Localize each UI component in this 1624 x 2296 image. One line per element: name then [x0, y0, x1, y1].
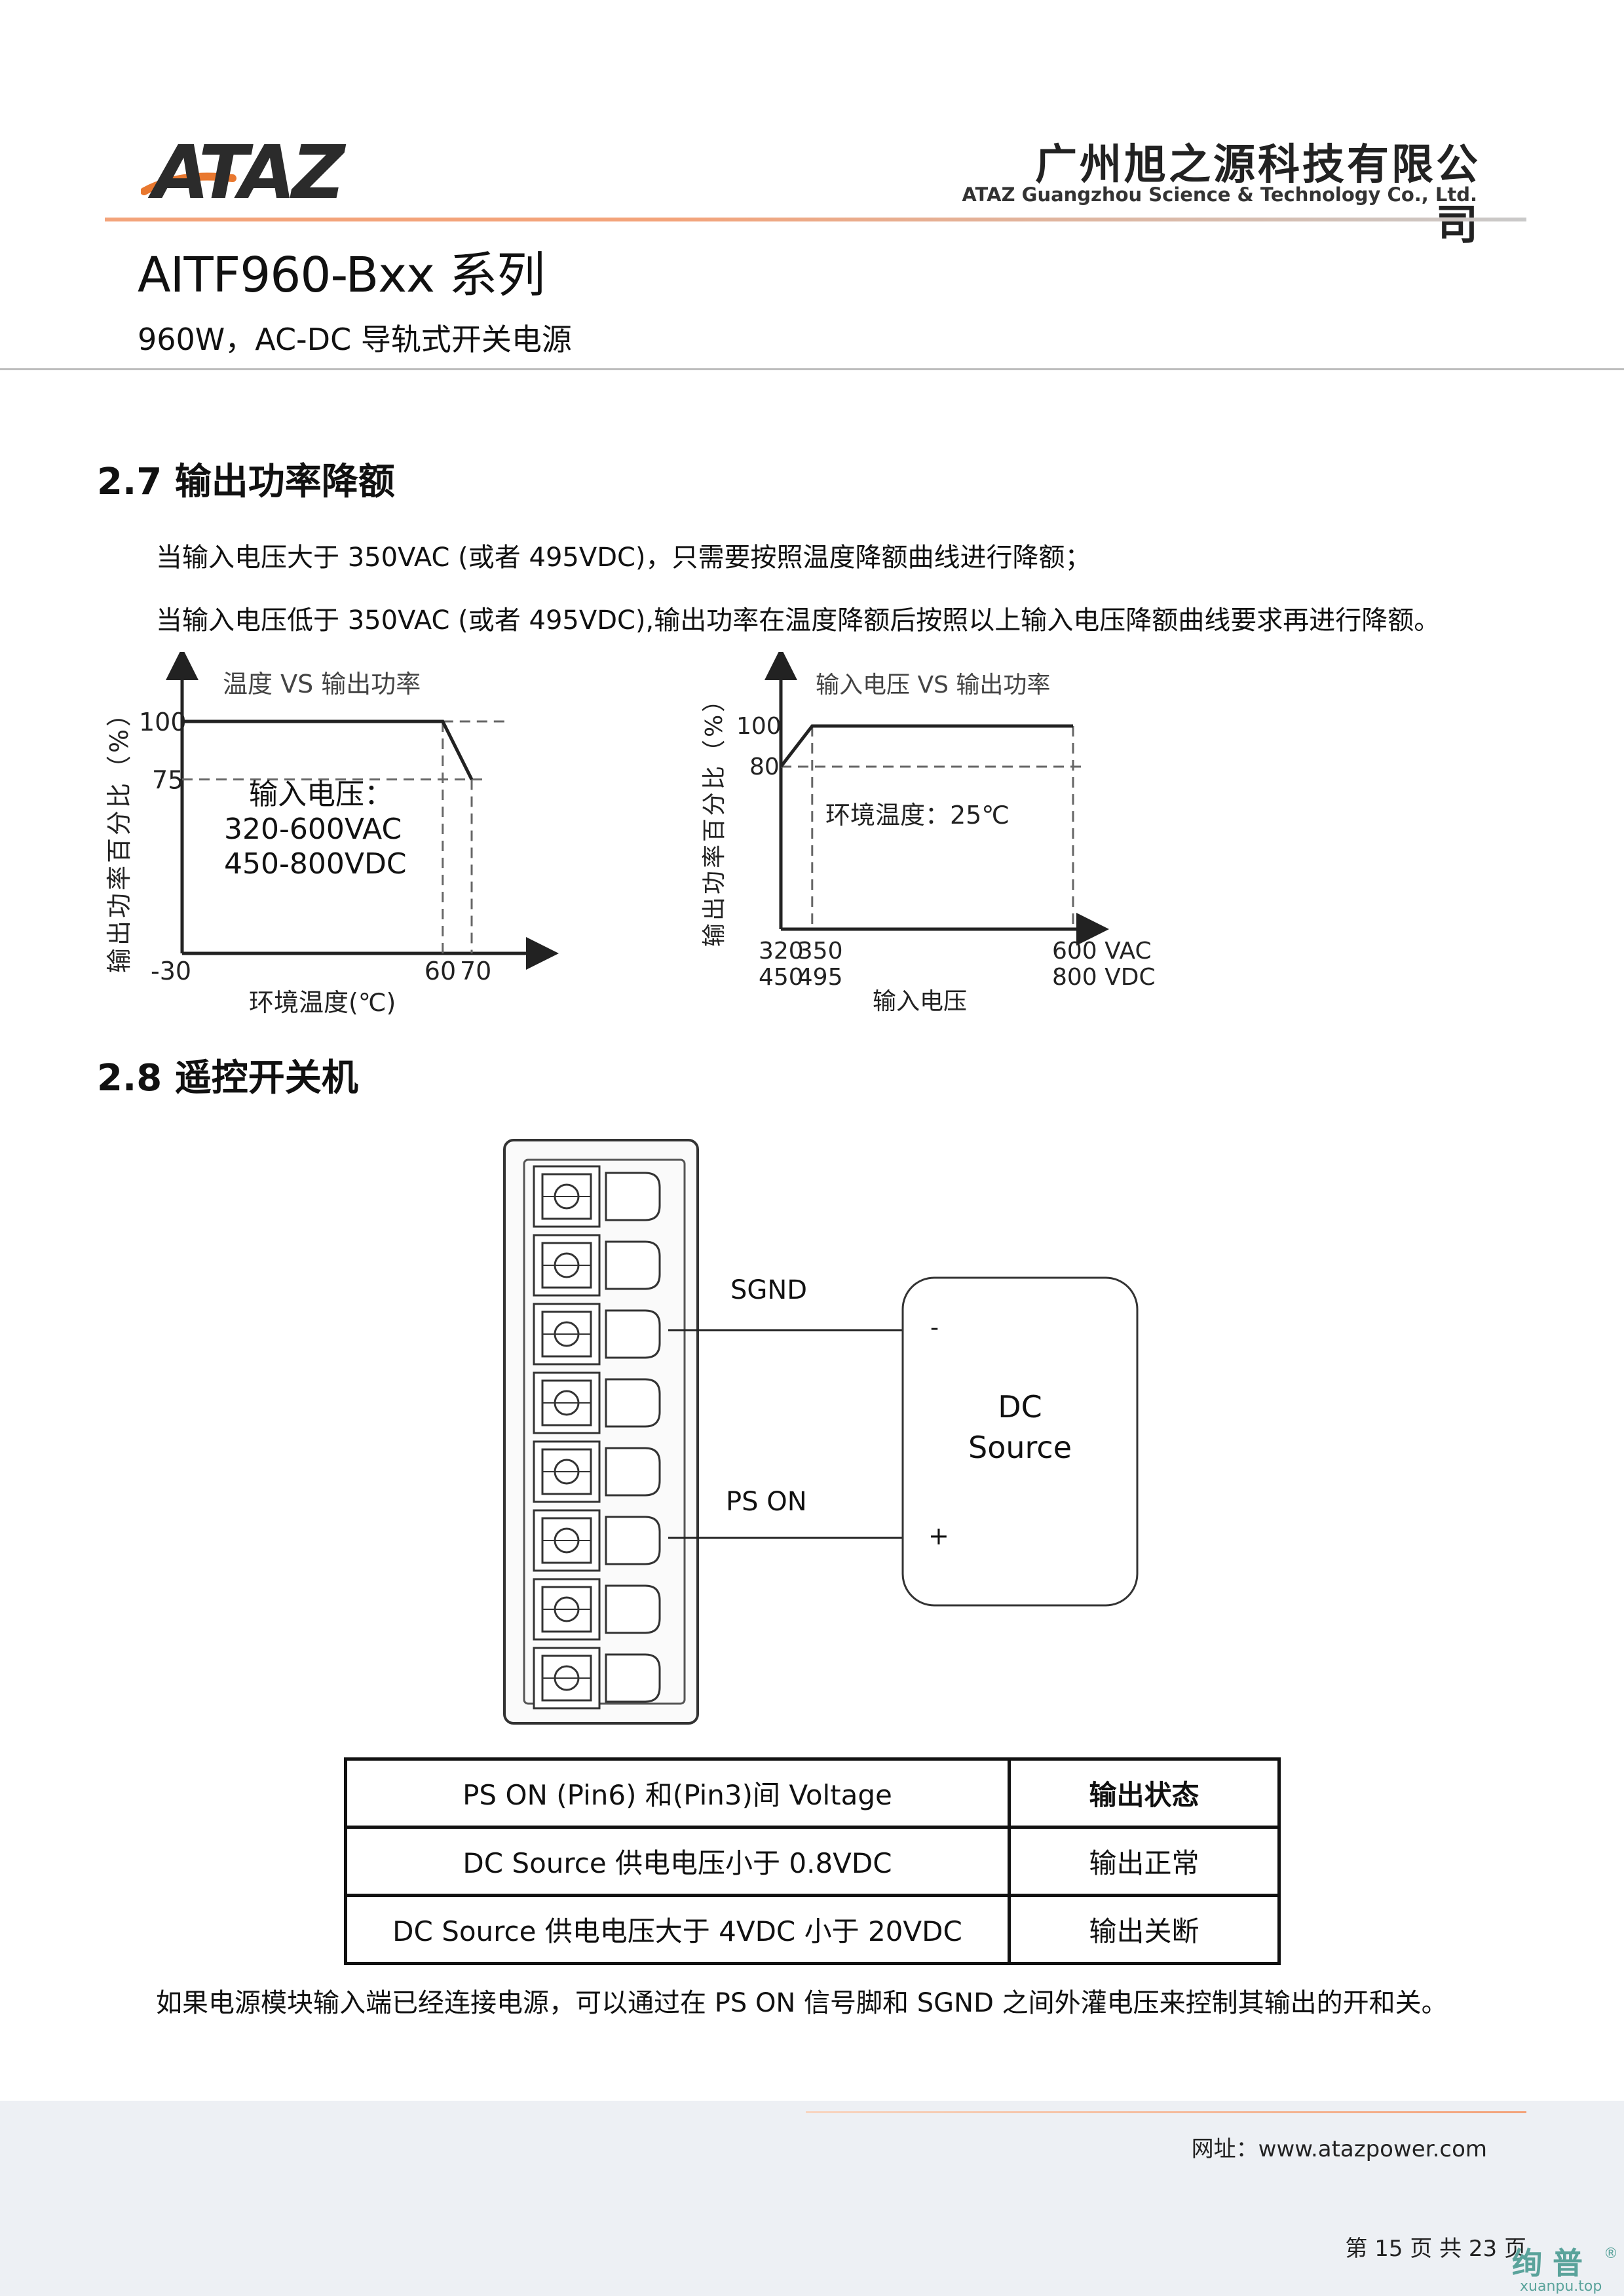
y-axis-label: 输出功率百分比（%） [701, 686, 728, 947]
x-tick-label: 70 [460, 957, 491, 985]
y-tick-label: 80 [749, 754, 780, 780]
series-line [182, 719, 474, 780]
company-name-cn: 广州旭之源科技有限公司 [1035, 141, 1481, 250]
header-divider [0, 368, 1624, 370]
chart-title: 温度 VS 输出功率 [223, 670, 421, 698]
x-tick-label-ac: 350 [798, 938, 843, 965]
plus-terminal-label: + [928, 1521, 949, 1550]
table-row: DC Source 供电电压小于 0.8VDC 输出正常 [344, 1826, 1281, 1897]
table-cell: 输出正常 [1008, 1826, 1281, 1897]
x-tick-label-ac: 320 [759, 938, 804, 965]
minus-terminal-label: - [930, 1314, 939, 1341]
website-link[interactable]: 网址：www.atazpower.com [1191, 2136, 1487, 2162]
derating-text-line-2: 当输入电压低于 350VAC (或者 495VDC),输出功率在温度降额后按照以… [156, 605, 1441, 636]
series-title: AITF960-Bxx 系列 [138, 247, 545, 303]
y-tick-label: 75 [152, 766, 183, 795]
section-heading-2-8: 2.8 遥控开关机 [97, 1057, 358, 1100]
page-number: 第 15 页 共 23 页 [1345, 2236, 1526, 2262]
logo-text: ATAZ [147, 131, 346, 210]
x-tick-label: 60 [425, 957, 456, 985]
header-accent-rule [105, 218, 1526, 221]
terminal-pin [533, 1165, 661, 1228]
watermark-registered-mark: ® [1604, 2246, 1618, 2262]
remote-control-status-table: PS ON (Pin6) 和(Pin3)间 Voltage 输出状态 DC So… [344, 1757, 1281, 1965]
terminal-pin [533, 1371, 661, 1434]
table-cell: DC Source 供电电压大于 4VDC 小于 20VDC [344, 1894, 1011, 1965]
table-row: DC Source 供电电压大于 4VDC 小于 20VDC 输出关断 [344, 1894, 1281, 1965]
x-tick-label-dc: 450 [759, 964, 804, 991]
y-axis-label: 输出功率百分比（%） [105, 699, 134, 973]
x-axis-label: 环境温度(℃) [249, 988, 396, 1017]
x-tick-label: -30 [151, 957, 191, 985]
watermark-cn: 绚 普 [1512, 2246, 1583, 2281]
dc-source-box [901, 1276, 1139, 1607]
annotation: 环境温度：25℃ [825, 801, 1010, 830]
dc-source-label: Source [968, 1430, 1072, 1465]
terminal-pin [533, 1303, 661, 1366]
input-voltage-derating-chart: 输入电压 VS 输出功率 100 80 320 350 600 VAC 450 … [701, 652, 1156, 1015]
terminal-pin [533, 1578, 661, 1641]
terminal-pin [533, 1234, 661, 1297]
annotation-line: 输入电压： [249, 778, 393, 811]
chart-title: 输入电压 VS 输出功率 [816, 672, 1050, 698]
remote-control-wiring-diagram: SGND PS ON - + DC Source [503, 1139, 1139, 1725]
remote-control-note: 如果电源模块输入端已经连接电源，可以通过在 PS ON 信号脚和 SGND 之间… [156, 1988, 1448, 2018]
x-tick-label-ac: 600 VAC [1052, 938, 1152, 965]
pson-label: PS ON [726, 1487, 807, 1517]
annotation-line: 450-800VDC [224, 847, 407, 881]
footer-band [0, 2101, 1624, 2296]
temperature-derating-chart: 温度 VS 输出功率 100 75 -30 60 70 环境温度(℃) 输出功率… [105, 652, 559, 1017]
company-name-en: ATAZ Guangzhou Science & Technology Co.,… [962, 183, 1477, 206]
ataz-logo: ATAZ [141, 131, 350, 210]
table-header-cell: PS ON (Pin6) 和(Pin3)间 Voltage [344, 1757, 1011, 1829]
watermark-en: xuanpu.top [1520, 2278, 1602, 2295]
sgnd-label: SGND [730, 1275, 807, 1305]
terminal-pin [533, 1440, 661, 1503]
series-subtitle: 960W，AC-DC 导轨式开关电源 [138, 322, 572, 357]
table-cell: DC Source 供电电压小于 0.8VDC [344, 1826, 1011, 1897]
terminal-pin [533, 1509, 661, 1572]
terminal-pin [533, 1647, 661, 1710]
x-axis-label: 输入电压 [873, 988, 967, 1015]
x-tick-label-dc: 495 [798, 964, 843, 991]
dc-source-label: DC [998, 1389, 1042, 1425]
table-cell: 输出关断 [1008, 1894, 1281, 1965]
annotation-line: 320-600VAC [224, 813, 402, 846]
y-tick-label: 100 [736, 713, 782, 740]
section-heading-2-7: 2.7 输出功率降额 [97, 461, 395, 503]
derating-text-line-1: 当输入电压大于 350VAC (或者 495VDC)，只需要按照温度降额曲线进行… [156, 543, 1091, 573]
table-header-cell: 输出状态 [1008, 1757, 1281, 1829]
x-tick-label-dc: 800 VDC [1052, 964, 1156, 991]
xuanpu-watermark: 绚 普 ® xuanpu.top [1512, 2246, 1618, 2295]
y-tick-label: 100 [139, 708, 187, 737]
table-header-row: PS ON (Pin6) 和(Pin3)间 Voltage 输出状态 [344, 1757, 1281, 1829]
series-line [780, 724, 1073, 768]
footer-accent-rule [806, 2111, 1526, 2113]
